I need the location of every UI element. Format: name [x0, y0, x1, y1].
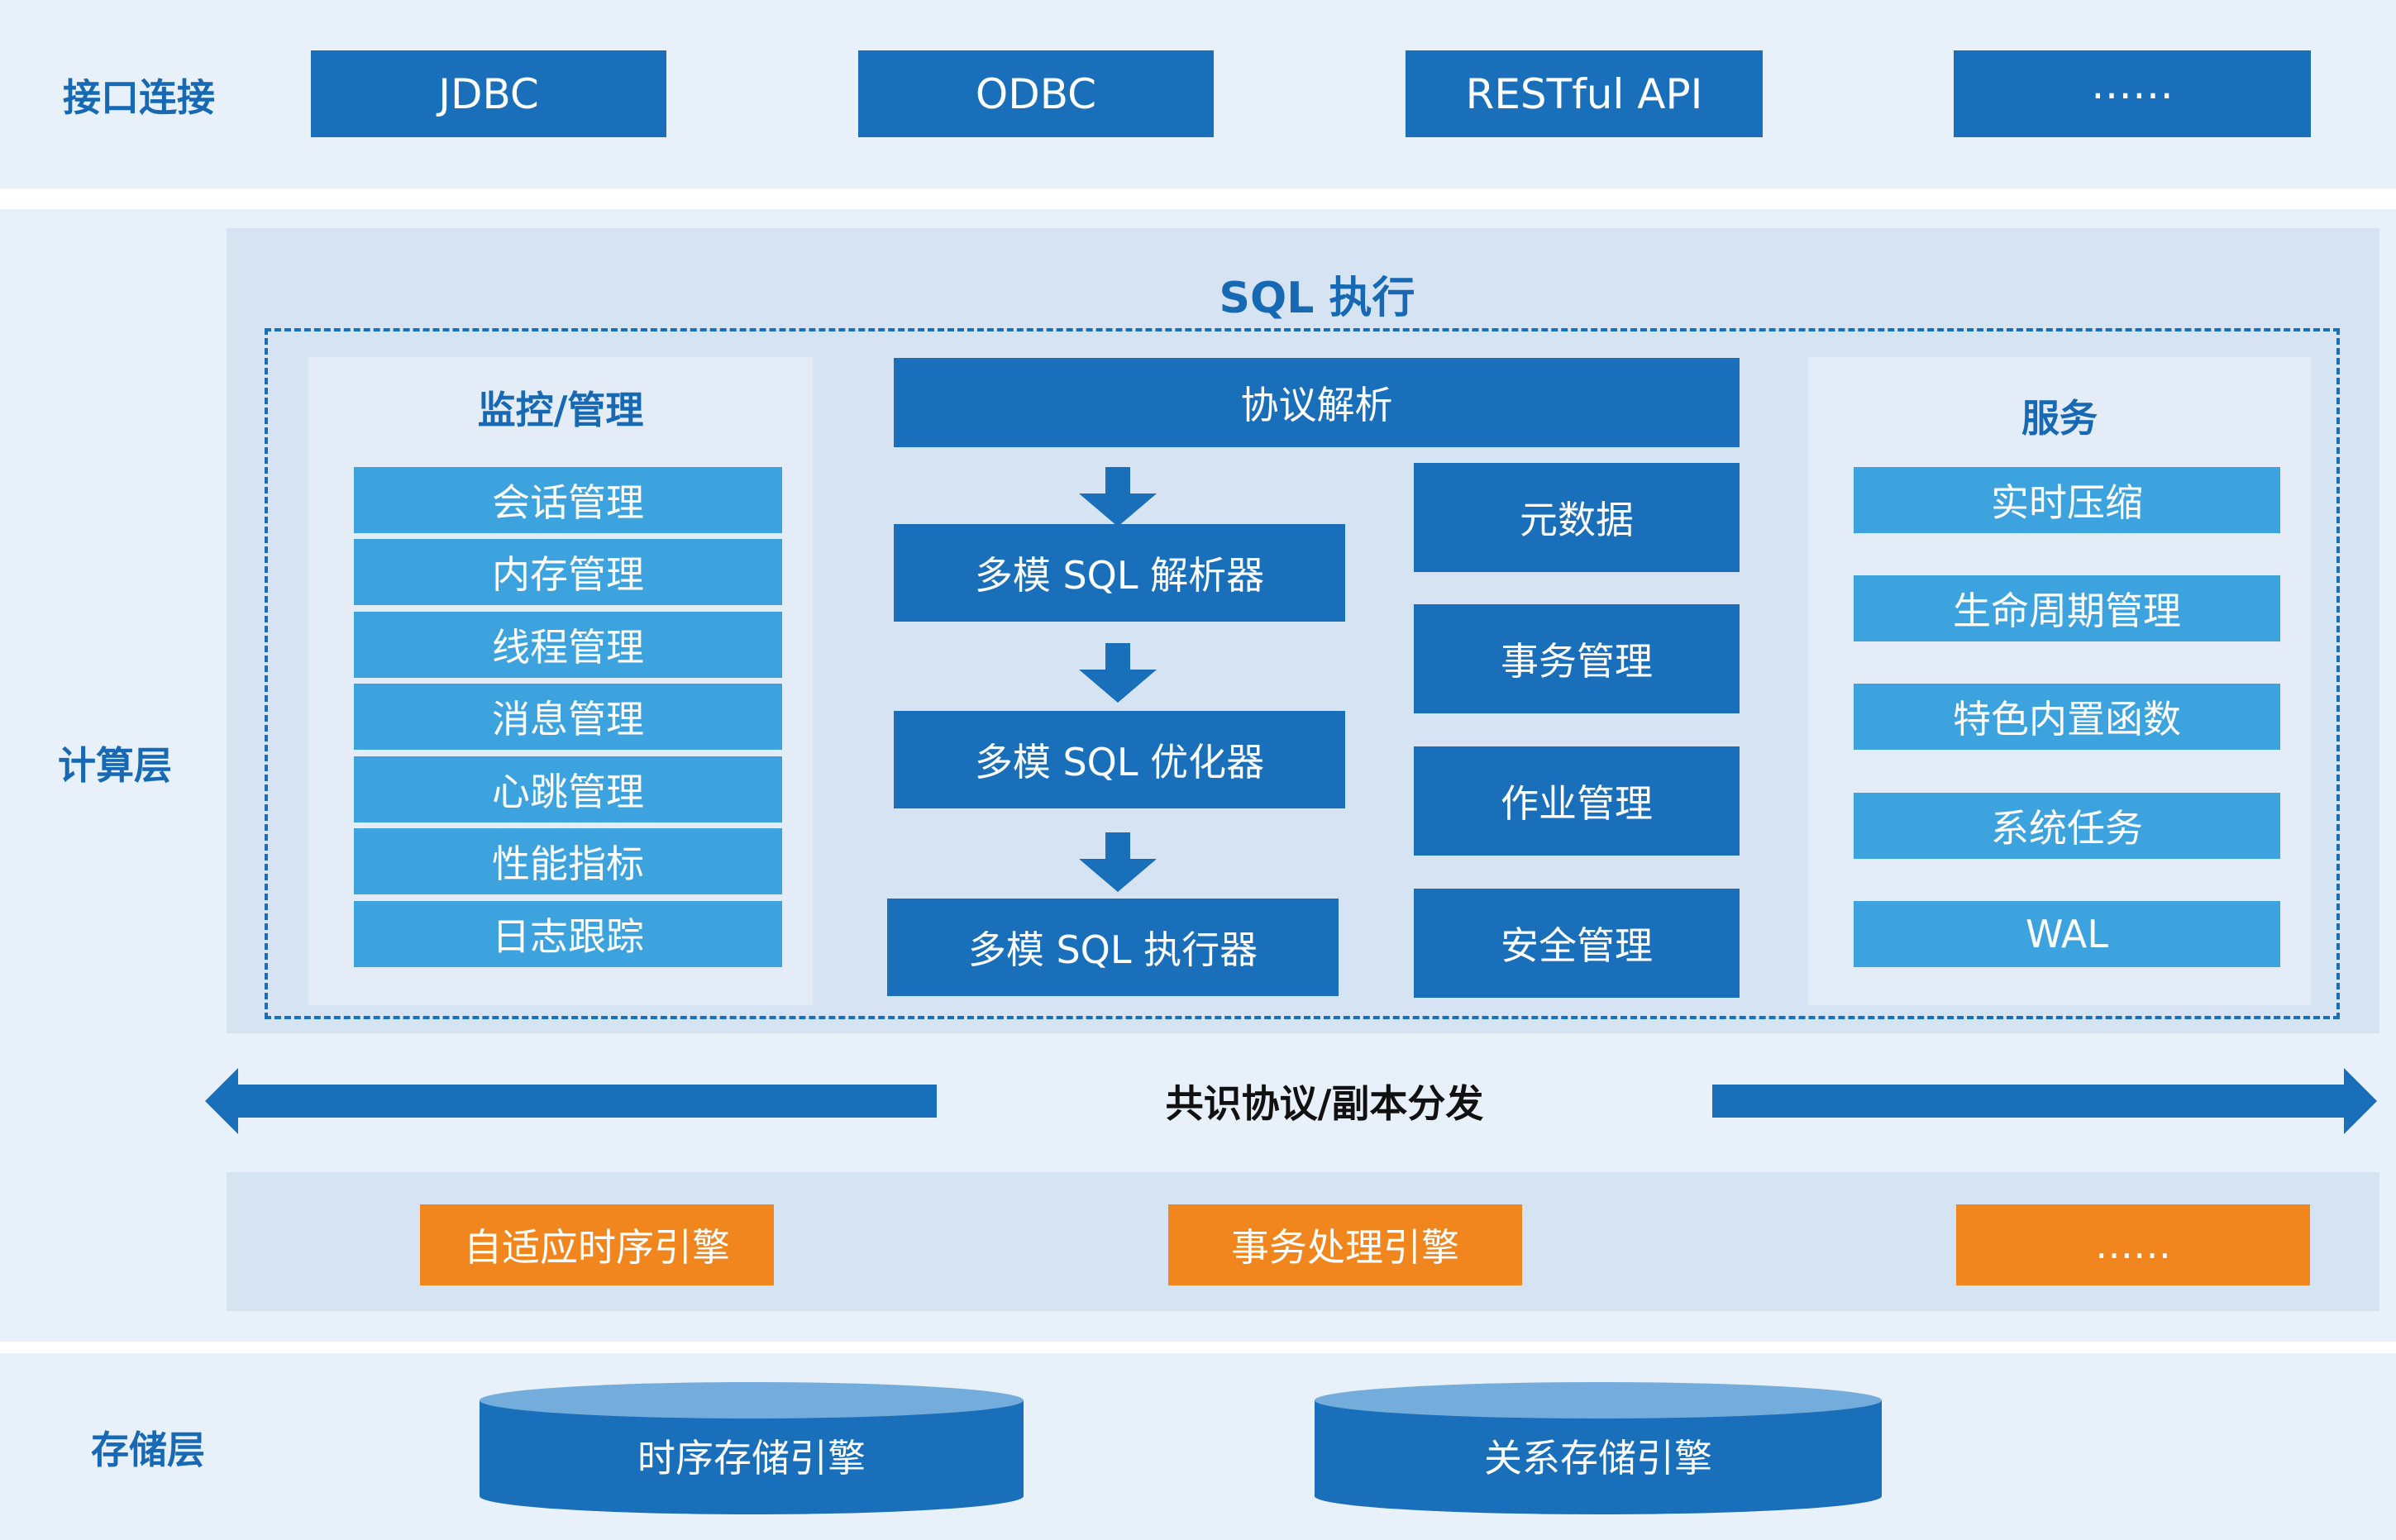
- restful-api-box: RESTful API: [1406, 50, 1763, 137]
- timeseries-storage-engine: 时序存储引擎: [637, 1436, 866, 1480]
- services-panel: [1808, 357, 2311, 1005]
- monitor-item-session: 会话管理: [354, 467, 782, 533]
- monitor-item-heartbeat: 心跳管理: [354, 756, 782, 822]
- service-item-builtin-functions: 特色内置函数: [1854, 684, 2280, 750]
- service-item-lifecycle: 生命周期管理: [1854, 575, 2280, 641]
- monitor-item-log-trace: 日志跟踪: [354, 901, 782, 967]
- left-arrow-icon: [205, 1068, 937, 1134]
- down-arrow-icon: [1079, 643, 1157, 703]
- storage-layer: [0, 1353, 2396, 1540]
- service-item-realtime-compression: 实时压缩: [1854, 467, 2280, 533]
- job-management-box: 作业管理: [1414, 746, 1740, 856]
- engines-more-box: ……: [1956, 1204, 2310, 1285]
- transaction-engine-box: 事务处理引擎: [1168, 1204, 1522, 1285]
- security-management-box: 安全管理: [1414, 889, 1740, 998]
- monitor-panel: [308, 357, 813, 1005]
- odbc-box: ODBC: [858, 50, 1214, 137]
- services-title: 服务: [2021, 396, 2098, 441]
- right-arrow-icon: [1712, 1068, 2377, 1134]
- metadata-box: 元数据: [1414, 463, 1740, 572]
- monitor-item-thread: 线程管理: [354, 612, 782, 678]
- sql-executor-box: 多模 SQL 执行器: [887, 899, 1339, 996]
- sql-execution-dashed-frame: [265, 328, 2340, 1019]
- sql-execution-title: SQL 执行: [1219, 274, 1415, 323]
- adaptive-timeseries-engine-box: 自适应时序引擎: [420, 1204, 774, 1285]
- consensus-label: 共识协议/副本分发: [1165, 1081, 1484, 1126]
- database-cylinder-icon: [480, 1382, 1024, 1514]
- monitor-title: 监控/管理: [477, 388, 644, 432]
- service-item-wal: WAL: [1854, 901, 2280, 967]
- database-cylinder-icon: [1315, 1382, 1882, 1514]
- sql-parser-box: 多模 SQL 解析器: [894, 524, 1345, 622]
- compute-layer-label: 计算层: [58, 743, 172, 788]
- monitor-item-memory: 内存管理: [354, 539, 782, 605]
- relational-storage-engine: 关系存储引擎: [1484, 1436, 1712, 1480]
- protocol-parsing-box: 协议解析: [894, 358, 1740, 447]
- monitor-item-metrics: 性能指标: [354, 828, 782, 894]
- transaction-management-box: 事务管理: [1414, 604, 1740, 713]
- down-arrow-icon: [1079, 467, 1157, 527]
- down-arrow-icon: [1079, 832, 1157, 892]
- sql-optimizer-box: 多模 SQL 优化器: [894, 711, 1345, 808]
- service-item-system-tasks: 系统任务: [1854, 793, 2280, 859]
- monitor-item-message: 消息管理: [354, 684, 782, 750]
- interface-layer-label: 接口连接: [63, 75, 215, 120]
- storage-layer-label: 存储层: [91, 1428, 205, 1472]
- interface-more-box: ……: [1954, 50, 2311, 137]
- jdbc-box: JDBC: [311, 50, 666, 137]
